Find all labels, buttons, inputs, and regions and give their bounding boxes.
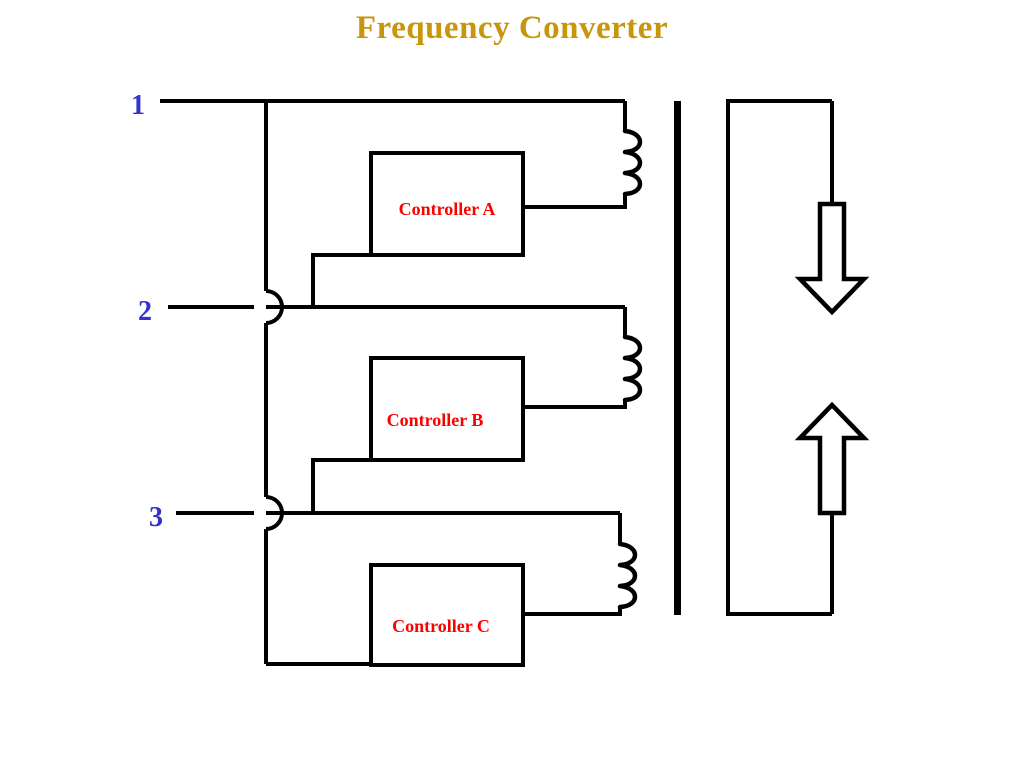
phase-3-label: 3 xyxy=(149,502,163,533)
page-title: Frequency Converter xyxy=(355,10,669,46)
coil-a xyxy=(622,128,643,197)
controller-a-label: Controller A xyxy=(399,199,496,219)
phase-1-label: 1 xyxy=(131,90,145,121)
controller-a-box[interactable] xyxy=(369,151,525,257)
phase-2-label: 2 xyxy=(138,296,152,327)
controller-c-label: Controller C xyxy=(392,616,490,636)
controller-b-label: Controller B xyxy=(387,410,484,430)
controller-b-box[interactable] xyxy=(369,356,525,462)
output-loop-rectangle xyxy=(726,99,832,616)
controller-a-return-wire xyxy=(311,253,371,307)
coil-c xyxy=(617,541,638,610)
coil-b xyxy=(622,334,643,403)
coil-c-lead-bottom xyxy=(523,607,622,616)
coil-a-lead-bottom xyxy=(523,194,627,209)
coil-b-lead-bottom xyxy=(523,400,627,409)
controller-b-return-wire xyxy=(311,458,371,513)
controller-c-box[interactable] xyxy=(369,563,525,667)
transformer-core-bar xyxy=(674,101,681,615)
arrow-up-icon xyxy=(794,401,870,516)
arrow-down-icon xyxy=(794,201,870,316)
